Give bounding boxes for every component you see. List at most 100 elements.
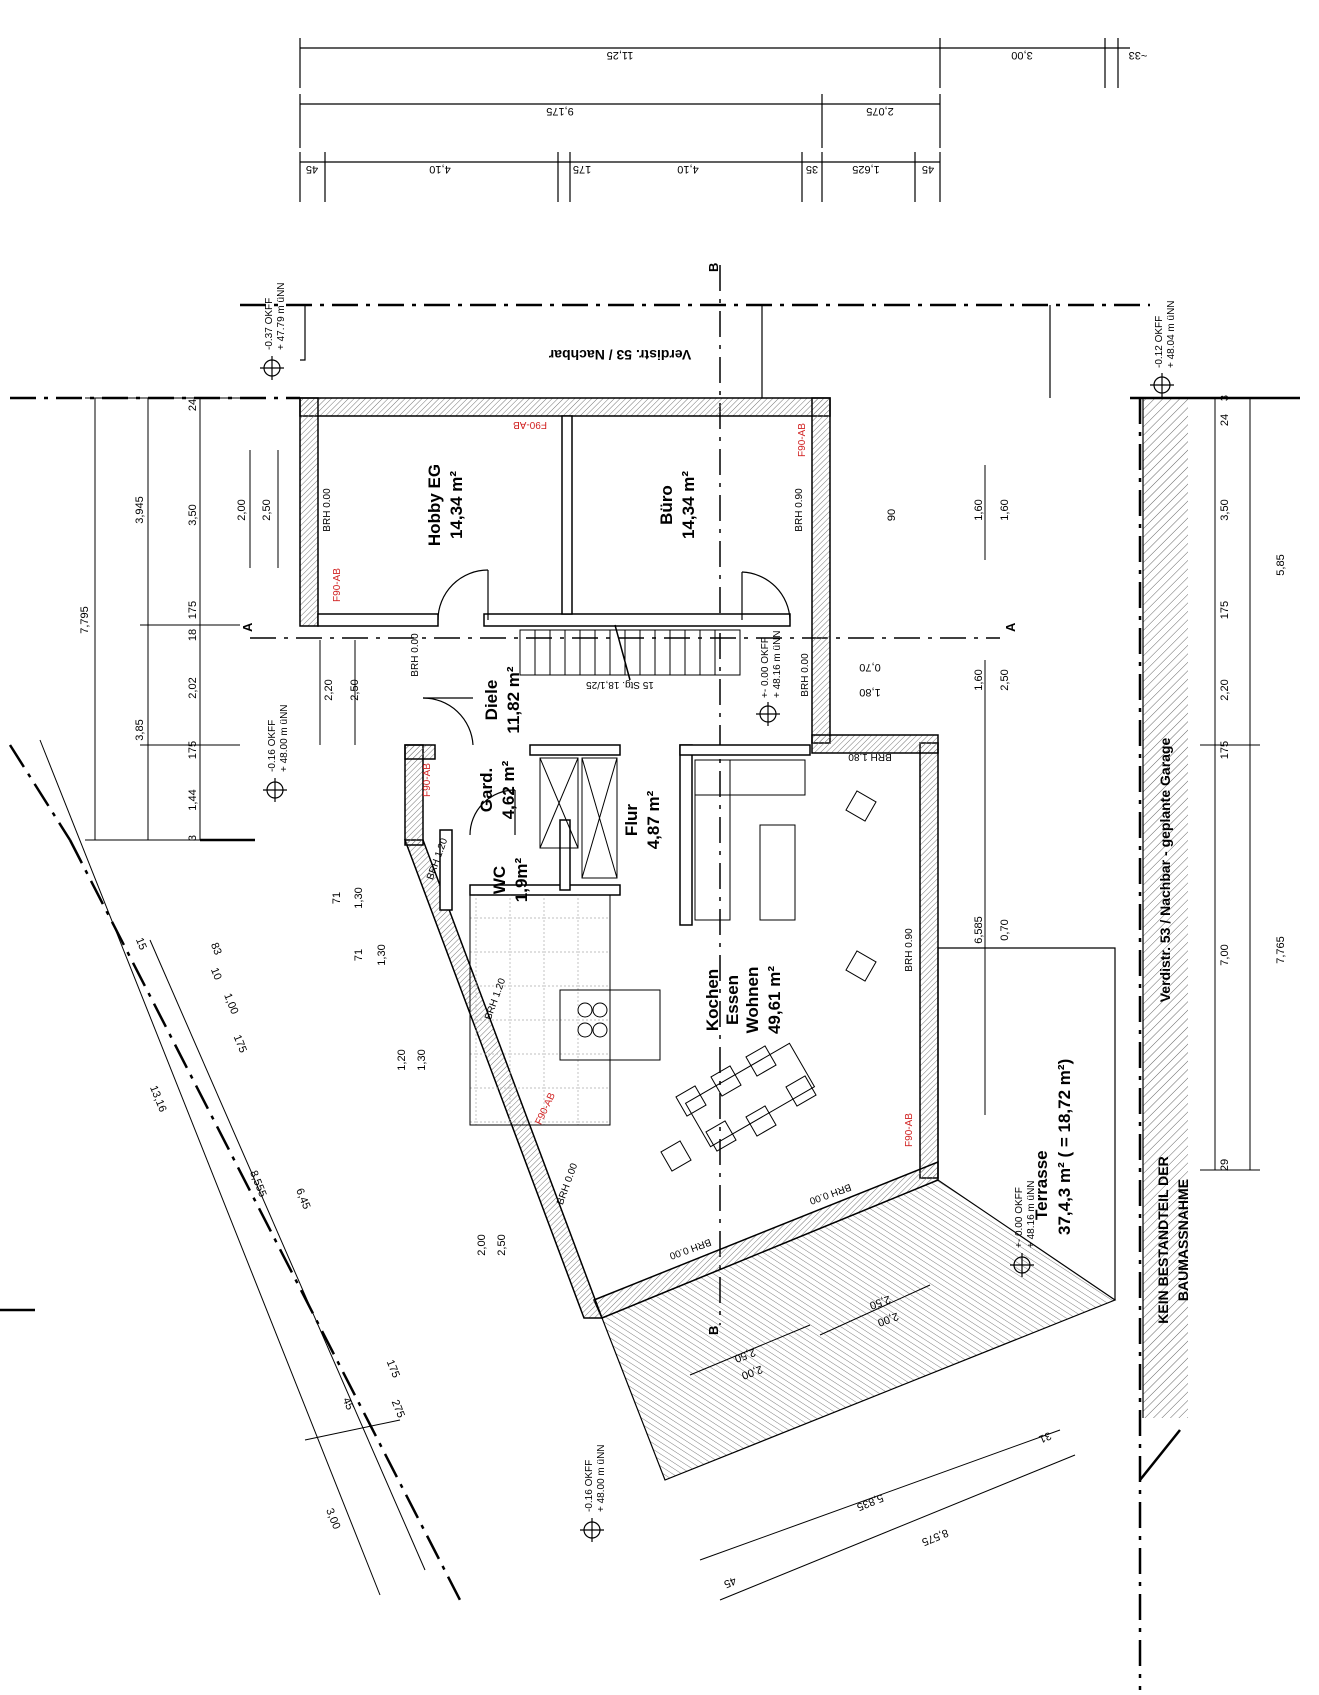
level-6-okff: -0.16 OKFF	[584, 1460, 595, 1512]
dim-left: 2,50	[261, 499, 273, 520]
bottom-dimension-labels: 5,835 8,575 45 31	[722, 1429, 1053, 1590]
dim-left: 175	[187, 601, 199, 619]
dim-diag: 8,555	[247, 1169, 268, 1199]
dim-left: 3,945	[134, 496, 146, 524]
dim-right: 3	[1219, 395, 1231, 401]
dim-right: 2,50	[999, 669, 1011, 690]
dim-bottom: 31	[1037, 1429, 1053, 1445]
dim-right: 1,80	[859, 686, 880, 698]
fire-label: F90-AB	[797, 423, 808, 457]
dim-left: 3	[187, 835, 199, 841]
fire-label: F90-AB	[422, 763, 433, 797]
dim-right: 6,585	[973, 916, 985, 944]
dim-diag: 83	[208, 941, 224, 957]
fire-label: F90-AB	[513, 419, 547, 430]
left-dimension-lines	[85, 397, 356, 841]
room-diele-area: 11,82 m²	[504, 666, 523, 733]
bottom-dimension-lines	[689, 1284, 1076, 1601]
dim-diag: 10	[208, 966, 224, 982]
dim-left: 2,02	[187, 677, 199, 698]
brh-label: BRH 1.80	[848, 751, 892, 762]
room-buero-name: Büro	[657, 485, 676, 525]
dim-window: 1,30	[416, 1049, 428, 1070]
dim-bottom: 45	[722, 1574, 738, 1590]
dim-window: 1,20	[396, 1049, 408, 1070]
dim-right: 7,765	[1275, 936, 1287, 964]
dim-bottom: 5,835	[855, 1491, 885, 1512]
level-markers	[260, 356, 1174, 1542]
doors	[422, 569, 791, 836]
brh-label: BRH 0.00	[800, 653, 811, 697]
room-terrace-name: Terrasse	[1032, 1150, 1051, 1220]
dim-top-row3-d: 4,10	[677, 163, 698, 175]
brh-label: BRH 0.00	[555, 1161, 580, 1206]
neighbor-building	[300, 305, 1051, 398]
fire-label: F90-AB	[332, 568, 343, 602]
dim-top-row3-c: 175	[573, 163, 591, 175]
neighbor-garage-wall	[1143, 398, 1188, 1418]
dim-right: 29	[1219, 1159, 1231, 1171]
dim-right: 2,20	[1219, 679, 1231, 700]
level-2-okff: -0.12 OKFF	[1154, 316, 1165, 368]
right-dimension-labels: 5,85 7,765 3,50 2,20 7,00 1,60 1,60 1,60…	[859, 395, 1287, 1171]
stair	[519, 624, 741, 681]
dim-right: 175	[1219, 741, 1231, 759]
dim-diag: 13,16	[147, 1084, 168, 1114]
room-labels: Hobby EG 14,34 m² Büro 14,34 m² Diele 11…	[425, 464, 1074, 1235]
dim-bottom: 8,575	[920, 1526, 950, 1547]
level-6-nn: + 48.00 m üNN	[596, 1444, 607, 1512]
dim-window: 1,30	[376, 944, 388, 965]
dim-right: 90	[886, 509, 898, 521]
dim-window: 1,30	[353, 887, 365, 908]
dim-top-row2-b: 2,075	[866, 105, 894, 117]
dim-top-row1-b: 3,00	[1011, 49, 1032, 61]
section-mark-b-bottom: B	[706, 1326, 721, 1335]
room-wc-area: 1,9m²	[512, 857, 531, 902]
neighbor-top-label: Verdistr. 53 / Nachbar	[548, 347, 691, 363]
dim-top-row2-a: 9,175	[546, 105, 574, 117]
dim-left: 1,44	[187, 789, 199, 810]
room-living-name2: Essen	[723, 975, 742, 1025]
level-3-okff: -0.16 OKFF	[267, 720, 278, 772]
section-mark-a-right: A	[1003, 622, 1018, 632]
level-1-okff: -0.37 OKFF	[264, 298, 275, 350]
dim-diag: 3,00	[323, 1507, 342, 1531]
dim-top-row1-c: ~33	[1129, 49, 1148, 61]
room-hobby-area: 14,34 m²	[447, 471, 466, 539]
stair-label: 15 Stg. 18,1/25	[586, 679, 654, 690]
diagonal-dimension-lines	[39, 739, 426, 1596]
level-4-nn: + 48.16 m üNN	[772, 630, 783, 698]
dim-right: 0,70	[859, 661, 880, 673]
room-flur-area: 4,87 m²	[644, 790, 663, 849]
brh-label: BRH 0.90	[904, 928, 915, 972]
dim-window: 2,00	[476, 1234, 488, 1255]
room-living-name1: Kochen	[703, 969, 722, 1031]
right-dimension-lines	[984, 397, 1260, 1171]
top-dimension-chains	[299, 38, 1130, 202]
dim-left: 175	[187, 741, 199, 759]
room-diele-name: Diele	[482, 680, 501, 721]
section-mark-a-left: A	[240, 622, 255, 632]
room-buero-area: 14,34 m²	[679, 471, 698, 539]
dim-top-row3-f: 1,625	[852, 163, 880, 175]
dim-right: 3,50	[1219, 499, 1231, 520]
dim-right: 0,70	[999, 919, 1011, 940]
dim-right: 1,60	[999, 499, 1011, 520]
dim-right: 5,85	[1275, 554, 1287, 575]
section-marks: A A B B	[240, 263, 1018, 1335]
dim-diag: 175	[231, 1033, 249, 1055]
dim-diag: 175	[384, 1358, 402, 1380]
room-hobby-name: Hobby EG	[425, 464, 444, 546]
section-mark-b-top: B	[706, 263, 721, 272]
dim-right: 175	[1219, 601, 1231, 619]
neighbor-note-line2: BAUMASSNAHME	[1175, 1179, 1191, 1301]
dim-left: 2,20	[323, 679, 335, 700]
section-axis-b	[250, 265, 1000, 1325]
level-5-nn: + 48.16 m üNN	[1026, 1180, 1037, 1248]
exterior-walls	[299, 397, 939, 1319]
dim-top-row3-b: 4,10	[429, 163, 450, 175]
brh-label: BRH 0.90	[794, 488, 805, 532]
dim-left: 3,85	[134, 719, 146, 740]
dim-left: 2,00	[236, 499, 248, 520]
